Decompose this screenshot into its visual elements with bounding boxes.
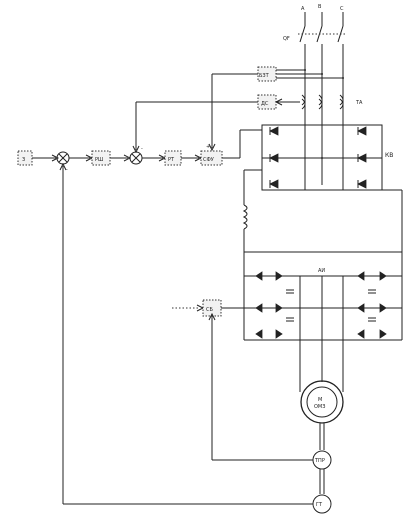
rsh-label: РШ <box>95 157 103 163</box>
sfu-label: СФУ <box>203 157 214 163</box>
rt-label: РТ <box>168 157 175 163</box>
control-chain: З - РШ - РТ СФУ <box>17 129 262 173</box>
kv-label: КВ <box>385 152 393 159</box>
current-transformers-ta: ТА <box>301 94 363 110</box>
ds-label: ДС <box>261 101 269 107</box>
phase-c-label: С <box>340 6 344 12</box>
bzt-label: БЗТ <box>259 73 270 79</box>
sb-block: СБ <box>172 299 244 345</box>
phase-a-label: А <box>301 6 305 12</box>
sum2-sign: - <box>141 146 143 152</box>
breaker-qf: QF <box>283 25 345 43</box>
sum1-sign: - <box>66 167 68 173</box>
phase-b-label: В <box>318 4 322 10</box>
motor: М ОМЗ <box>299 340 344 450</box>
sb-label: СБ <box>206 307 213 313</box>
gt-label: ГТ <box>316 502 323 508</box>
gt-tachogenerator: ГТ <box>59 162 332 514</box>
motor-label-1: М <box>318 397 322 403</box>
tpr-sensor: ТПР <box>211 345 332 494</box>
dc-link <box>242 169 403 340</box>
z-label: З <box>22 157 25 163</box>
ta-label: ТА <box>355 100 363 106</box>
sfu-sign: + <box>206 144 210 150</box>
ds-block: ДС <box>132 94 300 154</box>
ai-label: АИ <box>318 268 325 274</box>
supply-lines: А В С QF <box>283 4 345 185</box>
inverter-ai: АИ <box>244 268 402 341</box>
motor-label-2: ОМЗ <box>314 404 325 410</box>
bzt-block: БЗТ <box>208 66 344 152</box>
thyristor-bridge-kv: КВ <box>261 124 393 191</box>
qf-label: QF <box>283 36 290 42</box>
tpr-label: ТПР <box>314 458 325 464</box>
